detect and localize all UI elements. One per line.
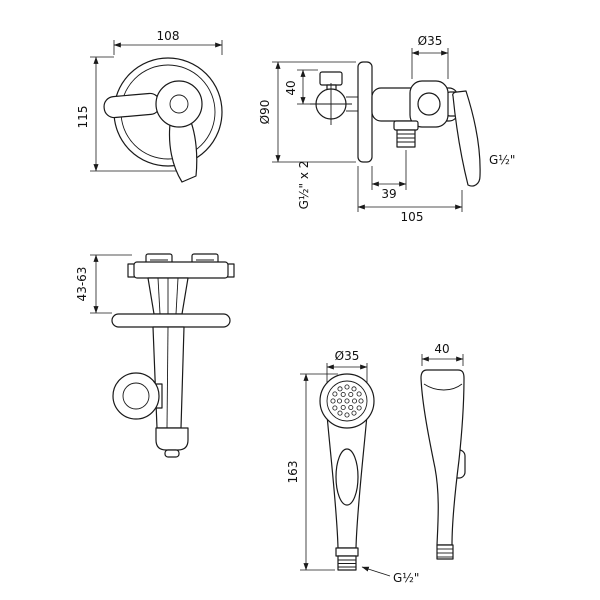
valve-plate-dia-label: Ø90 bbox=[258, 100, 272, 125]
shower-side-thread bbox=[436, 544, 454, 560]
holder-escutcheon bbox=[111, 313, 231, 328]
shower-thread-label: G½" bbox=[393, 571, 419, 585]
mixer-width-label: 108 bbox=[157, 29, 180, 43]
shower-side-width-dimension: 40 bbox=[421, 342, 464, 366]
mixer-front-view: 108 115 bbox=[76, 29, 223, 183]
valve-inlet-offset-dimension: 40 bbox=[284, 69, 318, 105]
holder-range-label: 43-63 bbox=[75, 267, 89, 302]
shower-connector-thread bbox=[337, 555, 357, 571]
valve-inlet-offset-label: 40 bbox=[284, 80, 298, 95]
shower-head-face bbox=[326, 380, 368, 422]
holder-view: 43-63 bbox=[75, 253, 235, 458]
mixer-handle-lever bbox=[168, 121, 198, 183]
valve-depth-dimension: 105 bbox=[357, 166, 463, 224]
mixer-handle-cap bbox=[155, 80, 203, 128]
mixer-handle-paddle bbox=[103, 92, 161, 119]
shower-side-width-label: 40 bbox=[434, 342, 449, 356]
valve-handle-lever bbox=[452, 90, 481, 187]
handshower-side-view: 40 bbox=[420, 342, 466, 560]
mixer-width-dimension: 108 bbox=[113, 29, 223, 55]
valve-plate-dia-dimension: Ø90 bbox=[258, 61, 356, 163]
valve-inlet-thread-label: G½" x 2 bbox=[297, 161, 311, 210]
holder-elbow bbox=[155, 427, 189, 451]
valve-holder-dia-dimension: Ø35 bbox=[411, 34, 449, 79]
shower-connector-collar bbox=[335, 547, 359, 557]
valve-outlet-distance-dimension: 39 bbox=[371, 150, 407, 201]
holder-elbow-outlet bbox=[164, 449, 180, 458]
holder-bracket-bar bbox=[133, 261, 229, 279]
shower-body-slot bbox=[335, 448, 359, 506]
shower-head-outer bbox=[319, 373, 375, 429]
valve-outlet-distance-label: 39 bbox=[381, 187, 396, 201]
valve-outlet-thread bbox=[396, 129, 416, 148]
valve-holder-hole bbox=[417, 92, 441, 116]
valve-depth-label: 105 bbox=[401, 210, 424, 224]
valve-holder-dia-label: Ø35 bbox=[418, 34, 443, 48]
mixer-handle-cap-detail bbox=[169, 94, 189, 114]
holder-arm bbox=[152, 326, 185, 429]
valve-side-view: Ø35 Ø90 40 bbox=[258, 34, 515, 224]
mixer-height-dimension: 115 bbox=[76, 56, 192, 172]
shower-head-dia-dimension: Ø35 bbox=[326, 349, 368, 384]
holder-cup-outer bbox=[112, 372, 160, 420]
shower-length-dimension: 163 bbox=[286, 373, 338, 571]
valve-outlet-thread-label: G½" bbox=[489, 153, 515, 167]
shower-thread-leader bbox=[361, 566, 391, 577]
shower-length-label: 163 bbox=[286, 461, 300, 484]
valve-outlet-collar bbox=[393, 120, 419, 131]
shower-head-dia-label: Ø35 bbox=[335, 349, 360, 363]
valve-wall-plate bbox=[357, 61, 373, 163]
shower-nozzles bbox=[330, 384, 364, 418]
holder-range-dimension: 43-63 bbox=[75, 254, 132, 314]
mixer-height-label: 115 bbox=[76, 106, 90, 129]
holder-cup-inner bbox=[122, 382, 150, 410]
handshower-front-view: Ø35 163 bbox=[286, 349, 419, 585]
shower-side-profile bbox=[420, 369, 465, 546]
shower-side-seam bbox=[423, 383, 463, 391]
